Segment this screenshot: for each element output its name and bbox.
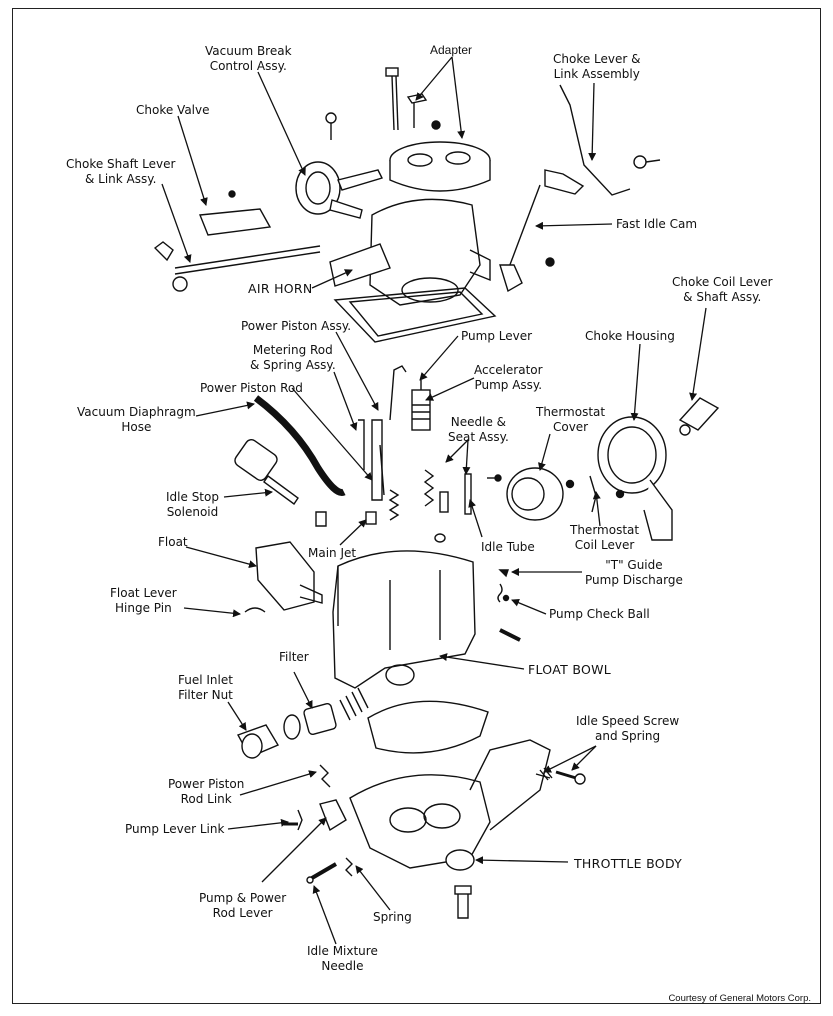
label-power-piston-rod: Power Piston Rod — [200, 381, 303, 395]
float-bowl-body — [332, 550, 521, 689]
label-fast-idle-cam: Fast Idle Cam — [616, 217, 698, 231]
air-horn-body — [329, 198, 497, 343]
label-float-bowl: FLOAT BOWL — [528, 662, 612, 677]
label-pump-check-ball: Pump Check Ball — [549, 607, 650, 621]
label-idle-tube: Idle Tube — [481, 540, 535, 554]
idle-stop-solenoid — [234, 439, 327, 527]
label-needle-seat: Needle &Seat Assy. — [448, 415, 509, 444]
carburetor-parts — [153, 67, 720, 919]
label-float: Float — [158, 535, 188, 549]
label-choke-lever-link: Choke Lever &Link Assembly — [553, 52, 641, 81]
diagram-frame — [12, 8, 821, 1004]
label-metering-rod: Metering Rod& Spring Assy. — [250, 343, 336, 372]
choke-valve-plate — [199, 190, 272, 236]
choke-lever-link — [499, 84, 661, 293]
label-adapter: Adapter — [430, 43, 473, 57]
credit-line: Courtesy of General Motors Corp. — [668, 993, 811, 1004]
vacuum-break-unit — [295, 161, 383, 219]
gasket — [367, 700, 489, 754]
label-throttle-body: THROTTLE BODY — [574, 856, 683, 871]
linkage-small-parts — [284, 764, 353, 884]
fuel-filter-parts — [236, 687, 369, 759]
adapter-plate — [389, 141, 491, 192]
label-pump-lever-link: Pump Lever Link — [125, 822, 225, 836]
label-filter: Filter — [279, 650, 309, 664]
adapter-screws — [325, 67, 441, 140]
label-choke-shaft-lever: Choke Shaft Lever& Link Assy. — [66, 157, 176, 186]
float-assy — [244, 541, 323, 613]
vacuum-hose — [253, 395, 346, 496]
label-power-piston-assy: Power Piston Assy. — [241, 319, 352, 333]
label-choke-housing: Choke Housing — [585, 329, 675, 343]
choke-shaft — [153, 241, 321, 292]
throttle-body — [349, 739, 586, 919]
label-pump-lever: Pump Lever — [461, 329, 533, 343]
label-main-jet: Main Jet — [308, 546, 357, 560]
label-air-horn: AIR HORN — [248, 281, 313, 296]
label-choke-coil-lever: Choke Coil Lever& Shaft Assy. — [672, 275, 773, 304]
label-spring: Spring — [373, 910, 412, 924]
leader-lines — [161, 56, 707, 945]
choke-housing-assy — [487, 397, 720, 541]
label-choke-valve: Choke Valve — [136, 103, 210, 117]
pump-and-piston-assy — [358, 365, 472, 543]
